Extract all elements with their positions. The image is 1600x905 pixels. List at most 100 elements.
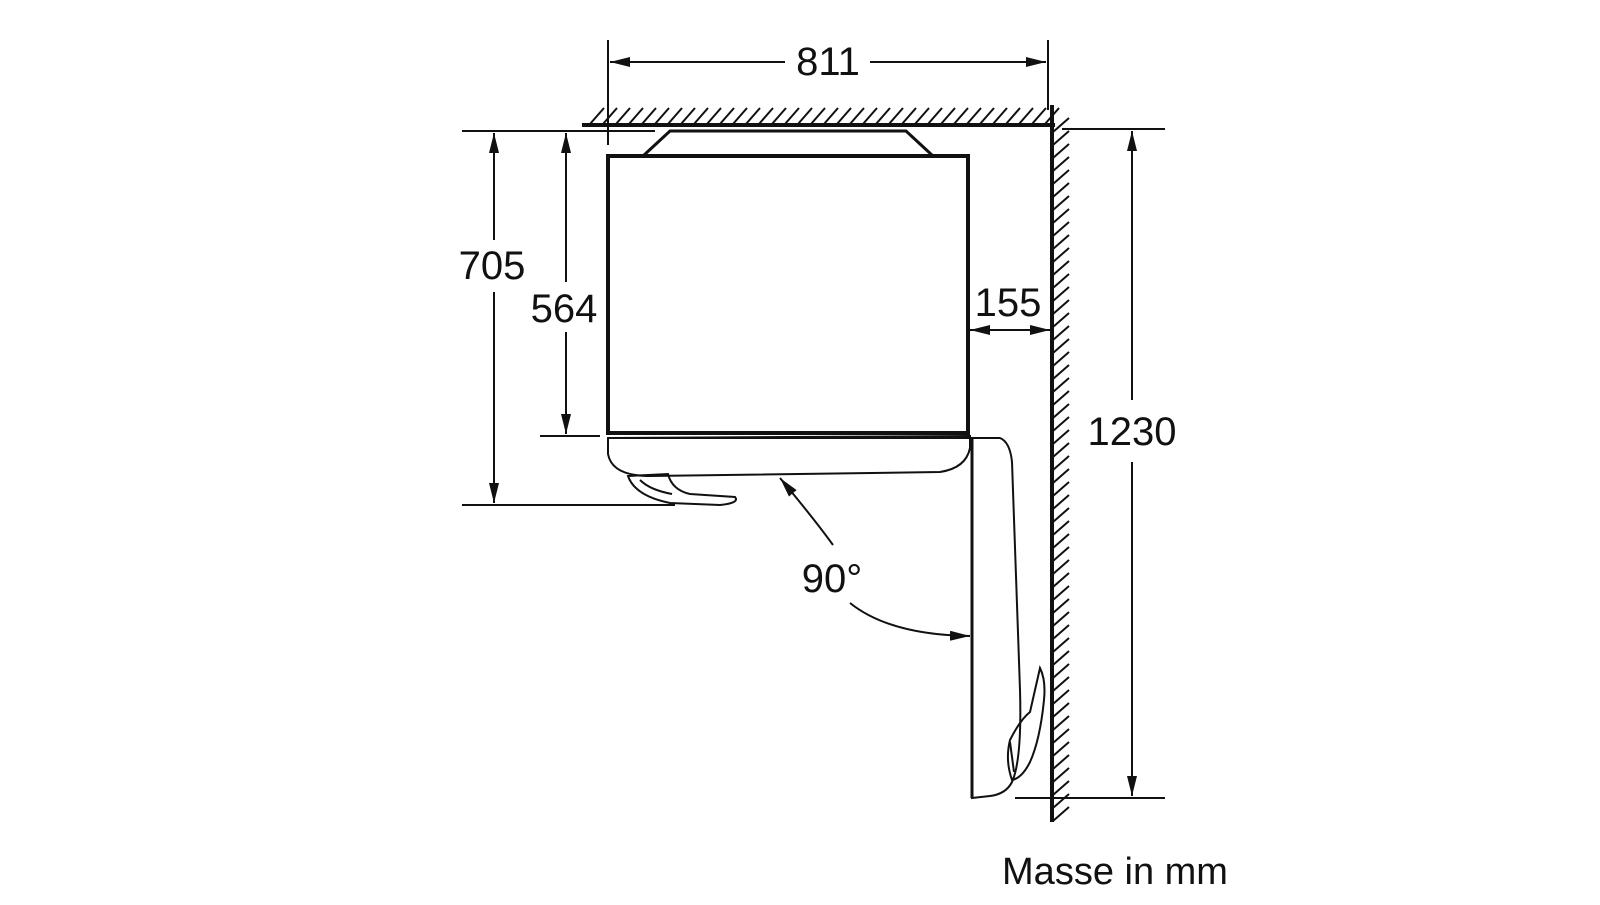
hatch-line xyxy=(1052,182,1070,198)
hatch-line xyxy=(1052,429,1070,445)
hatch-line xyxy=(810,107,826,125)
hatch-line xyxy=(1052,208,1070,224)
hatch-line xyxy=(1052,364,1070,380)
hatch-line xyxy=(1052,247,1070,263)
hatch-line xyxy=(1052,156,1070,172)
hatch-line xyxy=(992,107,1008,125)
hatch-line xyxy=(1052,546,1070,562)
hatch-line xyxy=(1052,390,1070,406)
hatch-line xyxy=(1052,533,1070,549)
door-open xyxy=(970,437,1046,800)
label-side-clearance: 155 xyxy=(975,281,1042,325)
hatch-line xyxy=(1052,728,1070,744)
hatch-line xyxy=(641,107,657,125)
hatch-line xyxy=(1052,754,1070,770)
hatch-line xyxy=(1052,780,1070,796)
hatch-line xyxy=(745,107,761,125)
label-depth-total: 705 xyxy=(459,244,526,288)
hatch-line xyxy=(1052,520,1070,536)
hatch-line xyxy=(836,107,852,125)
hatch-line xyxy=(1052,806,1070,822)
hatch-line xyxy=(797,107,813,125)
front-panel xyxy=(607,434,971,507)
hatch-line xyxy=(1044,107,1060,125)
wall xyxy=(582,105,1070,822)
hatch-line xyxy=(1052,377,1070,393)
hatch-line xyxy=(1052,663,1070,679)
hatch-line xyxy=(1052,741,1070,757)
hatch-line xyxy=(901,107,917,125)
hatch-line xyxy=(1052,793,1070,809)
dimension-width xyxy=(607,40,1049,145)
hatch-line xyxy=(1052,481,1070,497)
label-width: 811 xyxy=(796,40,860,84)
hatch-line xyxy=(1018,107,1034,125)
hatch-line xyxy=(1052,195,1070,211)
label-angle: 90° xyxy=(802,557,863,601)
hatch-line xyxy=(849,107,865,125)
hatch-line xyxy=(1031,107,1047,125)
hatch-line xyxy=(1052,598,1070,614)
hatch-line xyxy=(1052,585,1070,601)
hatch-line xyxy=(758,107,774,125)
hatch-line xyxy=(1052,403,1070,419)
hatch-line xyxy=(1052,715,1070,731)
hatch-line xyxy=(1052,312,1070,328)
hatch-line xyxy=(966,107,982,125)
hatch-line xyxy=(1052,507,1070,523)
hatch-line xyxy=(940,107,956,125)
hatch-line xyxy=(667,107,683,125)
hatch-line xyxy=(1052,299,1070,315)
hatch-line xyxy=(1052,494,1070,510)
hatch-line xyxy=(1052,611,1070,627)
hatch-line xyxy=(1052,338,1070,354)
hatch-line xyxy=(953,107,969,125)
hatch-line xyxy=(1052,637,1070,653)
hatch-line xyxy=(1052,689,1070,705)
hatch-line xyxy=(1052,767,1070,783)
hatch-line xyxy=(784,107,800,125)
hatch-line xyxy=(888,107,904,125)
hatch-line xyxy=(771,107,787,125)
hatch-line xyxy=(732,107,748,125)
hatch-line xyxy=(1052,221,1070,237)
hatch-line xyxy=(823,107,839,125)
hatch-line xyxy=(1052,273,1070,289)
hatch-line xyxy=(706,107,722,125)
hatch-line xyxy=(1052,455,1070,471)
hatch-line xyxy=(680,107,696,125)
hatch-line xyxy=(1052,143,1070,159)
hatch-line xyxy=(589,107,605,125)
hatch-line xyxy=(1052,650,1070,666)
hatch-line xyxy=(1052,624,1070,640)
hatch-line xyxy=(1052,130,1070,146)
appliance-body xyxy=(606,129,970,435)
dimension-depth-body xyxy=(540,133,600,437)
hatch-line xyxy=(1052,286,1070,302)
hatch-line xyxy=(1052,559,1070,575)
hatch-line xyxy=(1052,442,1070,458)
hatch-line xyxy=(1052,572,1070,588)
label-door-open: 1230 xyxy=(1088,410,1177,454)
hatch-line xyxy=(602,107,618,125)
handle-closed xyxy=(626,472,737,507)
hatch-line xyxy=(1052,676,1070,692)
hatch-line xyxy=(1005,107,1021,125)
hatch-line xyxy=(1052,468,1070,484)
hatch-line xyxy=(1052,325,1070,341)
angle-indicator xyxy=(779,477,971,641)
hatch-line xyxy=(615,107,631,125)
hatch-line xyxy=(654,107,670,125)
hatch-line xyxy=(719,107,735,125)
hatch-line xyxy=(1052,260,1070,276)
hatch-line xyxy=(1052,234,1070,250)
handle-open xyxy=(1006,665,1046,782)
hatch-line xyxy=(1052,416,1070,432)
hatch-line xyxy=(693,107,709,125)
label-depth-body: 564 xyxy=(531,287,598,331)
hatch-line xyxy=(875,107,891,125)
hatch-line xyxy=(628,107,644,125)
hatch-line xyxy=(979,107,995,125)
